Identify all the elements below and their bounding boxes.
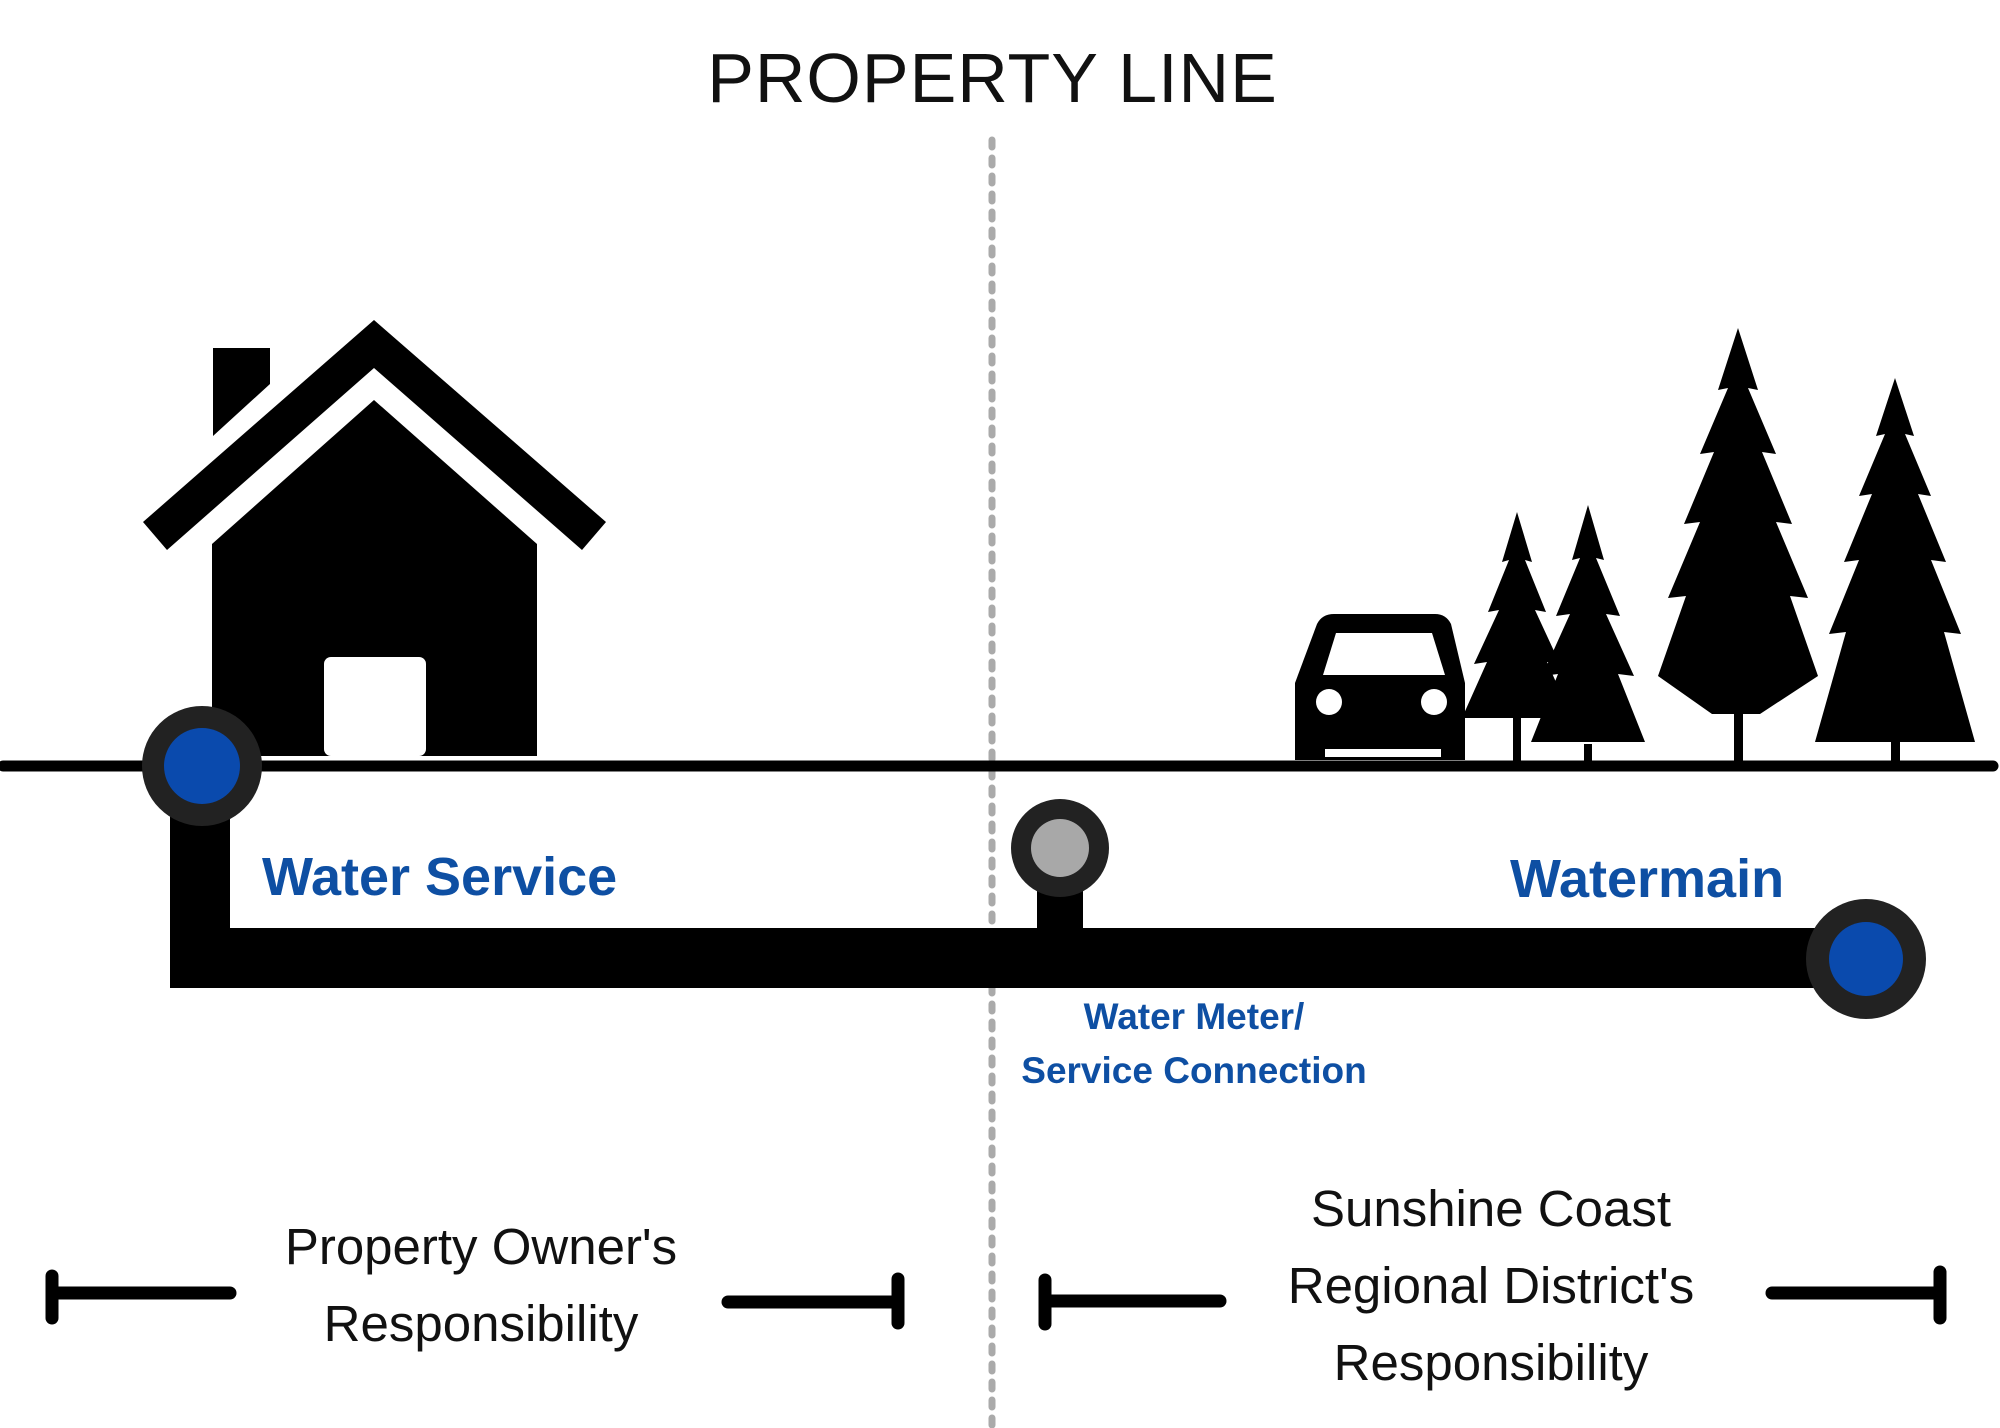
district-responsibility-label: Sunshine Coast Regional District's Respo… bbox=[1216, 1170, 1766, 1401]
water-meter-label-line1: Water Meter/ bbox=[1083, 996, 1305, 1037]
owner-responsibility-label: Property Owner's Responsibility bbox=[231, 1208, 731, 1362]
district-responsibility-line2: Regional District's bbox=[1287, 1257, 1695, 1314]
district-responsibility-line3: Responsibility bbox=[1333, 1334, 1649, 1391]
tree-icon bbox=[1462, 328, 1975, 764]
district-responsibility-line1: Sunshine Coast bbox=[1310, 1180, 1672, 1237]
watermain-node bbox=[1806, 899, 1926, 1019]
district-range-right-bracket bbox=[1765, 1265, 1947, 1325]
owner-range-right-bracket bbox=[721, 1272, 905, 1330]
owner-range-left-bracket bbox=[45, 1269, 237, 1325]
water-service-node bbox=[142, 706, 262, 826]
owner-responsibility-line2: Responsibility bbox=[323, 1295, 639, 1352]
water-service-label: Water Service bbox=[262, 847, 618, 907]
water-meter-node bbox=[1011, 799, 1109, 897]
watermain-label: Watermain bbox=[1510, 849, 1785, 909]
water-service-pipe bbox=[170, 766, 1868, 988]
water-meter-label-line2: Service Connection bbox=[1021, 1050, 1367, 1091]
water-meter-label: Water Meter/ Service Connection bbox=[994, 990, 1394, 1098]
car-icon bbox=[1295, 614, 1465, 760]
house-icon bbox=[143, 320, 606, 756]
owner-responsibility-line1: Property Owner's bbox=[284, 1218, 678, 1275]
district-range-left-bracket bbox=[1038, 1273, 1227, 1331]
diagram-title: PROPERTY LINE bbox=[707, 39, 1278, 117]
